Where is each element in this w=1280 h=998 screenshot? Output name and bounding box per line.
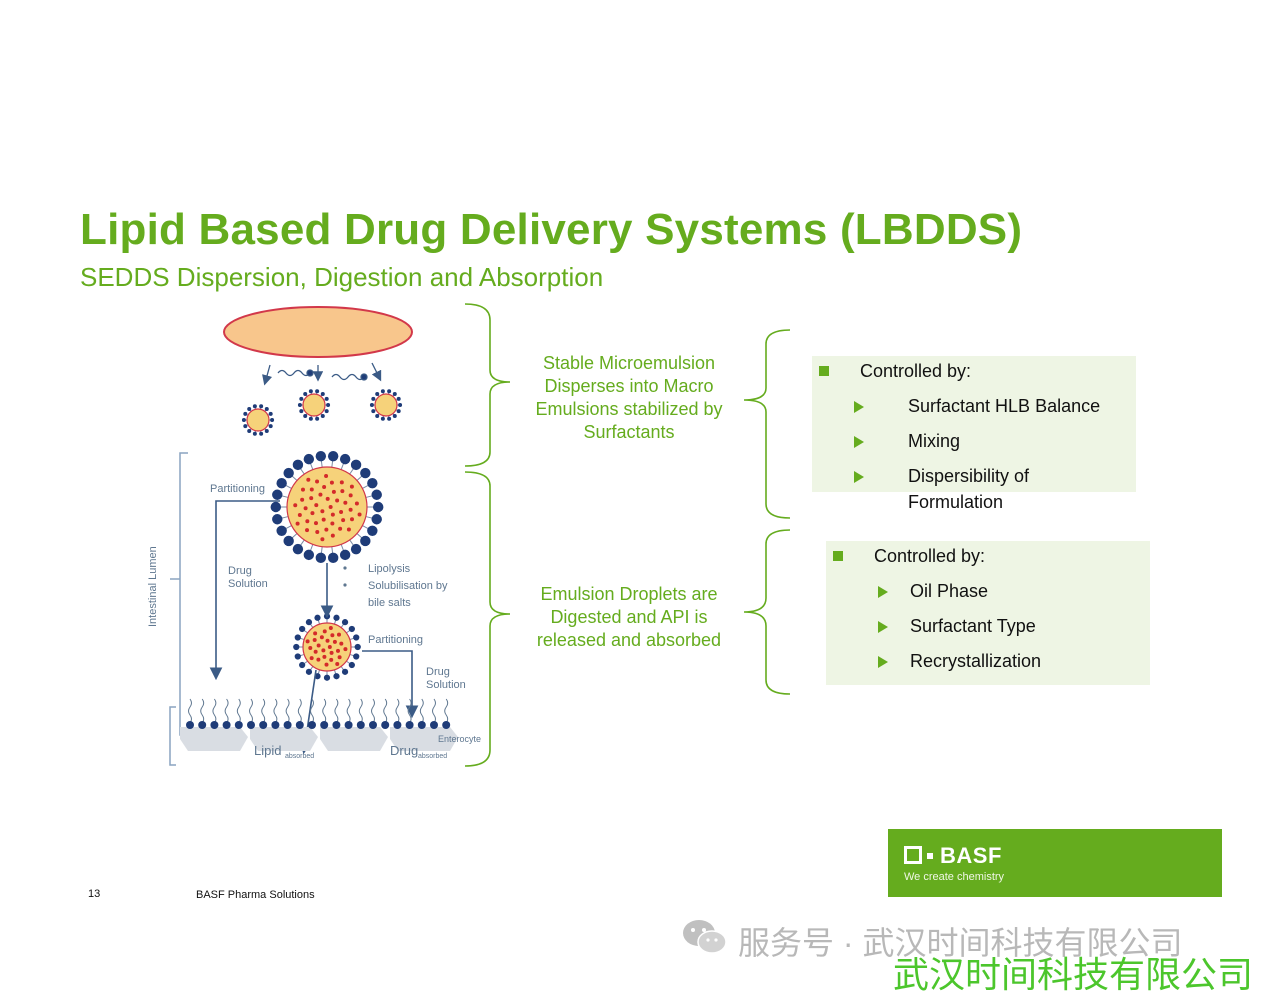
watermark-company: 武汉时间科技有限公司 bbox=[893, 954, 1254, 995]
micro-droplet bbox=[369, 389, 403, 421]
bullet-triangle bbox=[854, 401, 864, 413]
slide-title: Lipid Based Drug Delivery Systems (LBDDS… bbox=[80, 205, 1023, 254]
lipid-label: Lipid bbox=[254, 743, 281, 758]
basf-wordmark: BASF bbox=[940, 843, 1002, 868]
box-top-item: Dispersibility of bbox=[908, 466, 1030, 486]
slide-subtitle: SEDDS Dispersion, Digestion and Absorpti… bbox=[80, 262, 604, 292]
bullet-triangle bbox=[854, 471, 864, 483]
watermark-service-account: 服务号 · 武汉时间科技有限公司 bbox=[738, 925, 1183, 961]
dispersion-description: Stable Microemulsion Disperses into Macr… bbox=[535, 353, 723, 442]
lumen-bracket bbox=[179, 452, 188, 736]
drug-solution-left-1: Drug bbox=[228, 565, 252, 577]
bullet-triangle bbox=[878, 656, 888, 668]
lipid-sub-label: absorbed bbox=[285, 753, 314, 760]
basf-logo: BASF We create chemistry bbox=[888, 829, 1222, 897]
enterocyte-layer bbox=[180, 727, 458, 751]
partitioning-top-label: Partitioning bbox=[210, 483, 265, 495]
partitioning-arrow-right bbox=[362, 650, 419, 719]
drug-sub-label: absorbed bbox=[418, 753, 447, 760]
box-bottom-item: Surfactant Type bbox=[910, 616, 1036, 636]
bullet-triangle bbox=[878, 621, 888, 633]
enterocyte-label: Enterocyte bbox=[438, 734, 481, 744]
basf-tagline: We create chemistry bbox=[904, 871, 1005, 883]
bile-salts-label: bile salts bbox=[368, 597, 411, 609]
intestinal-lumen-label: Intestinal Lumen bbox=[147, 546, 159, 627]
lipolysis-label: Lipolysis bbox=[368, 563, 411, 575]
bracket-right-bottom bbox=[743, 529, 791, 695]
bullet-triangle bbox=[854, 436, 864, 448]
box-top-item: Mixing bbox=[908, 431, 961, 451]
lbdds-diagram: Intestinal Lumen Partitioning Drug Solut… bbox=[147, 306, 481, 766]
drug-solution-left-2: Solution bbox=[228, 578, 268, 590]
bracket-layer bbox=[464, 303, 791, 767]
dispersion-arrows bbox=[262, 362, 382, 386]
box-bottom-item: Oil Phase bbox=[910, 581, 989, 601]
surfactant-monolayer bbox=[186, 698, 451, 729]
basf-logo-icon bbox=[904, 846, 933, 864]
bracket-left-bottom bbox=[464, 471, 511, 767]
solubilisation-label: Solubilisation by bbox=[368, 580, 448, 592]
macro-emulsion-droplet bbox=[270, 450, 384, 564]
box-top-item: Surfactant HLB Balance bbox=[908, 396, 1101, 416]
digested-droplet bbox=[293, 613, 361, 681]
micro-droplet bbox=[297, 389, 331, 421]
drug-solution-right-2: Solution bbox=[426, 679, 466, 691]
partitioning-bottom-label: Partitioning bbox=[368, 634, 423, 646]
bracket-right-top bbox=[743, 329, 791, 519]
box-top-item: Formulation bbox=[908, 492, 1004, 512]
controls-box-dispersion bbox=[812, 356, 1136, 492]
wechat-icon bbox=[683, 920, 727, 954]
bullet-square bbox=[833, 551, 843, 561]
enterocyte-bracket bbox=[169, 706, 176, 766]
box-bottom-heading: Controlled by: bbox=[874, 546, 986, 566]
footer-company: BASF Pharma Solutions bbox=[196, 889, 315, 901]
partitioning-arrow-left bbox=[209, 500, 280, 681]
micro-droplet bbox=[241, 404, 275, 436]
drug-solution-right-1: Drug bbox=[426, 666, 450, 678]
bullet-triangle bbox=[878, 586, 888, 598]
digestion-description: Emulsion Droplets are Digested and API i… bbox=[536, 584, 722, 650]
oil-droplet bbox=[223, 306, 413, 358]
drug-label: Drug bbox=[390, 743, 418, 758]
box-bottom-item: Recrystallization bbox=[910, 651, 1042, 671]
bullet-square bbox=[819, 366, 829, 376]
bracket-left-top bbox=[464, 303, 511, 467]
box-top-heading: Controlled by: bbox=[860, 361, 972, 381]
page-number: 13 bbox=[88, 888, 101, 900]
